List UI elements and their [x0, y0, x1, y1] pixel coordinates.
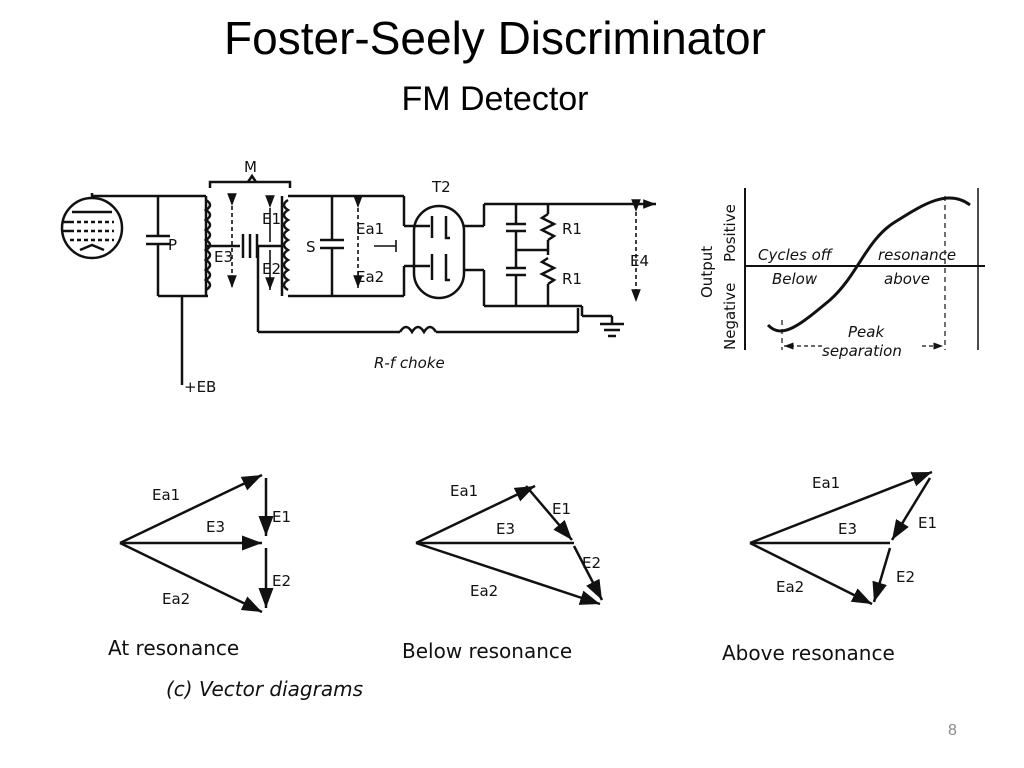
curve-above-label: above [884, 270, 930, 288]
label-e2: E2 [262, 260, 281, 278]
label-r1-top: R1 [562, 220, 582, 238]
vector-diagram-above-resonance [749, 470, 933, 606]
label-r1-bottom: R1 [562, 270, 582, 288]
label-e3: E3 [214, 248, 233, 266]
label-e4: E4 [630, 252, 649, 270]
caption-below-resonance: Below resonance [402, 639, 572, 663]
response-curve-graph [744, 188, 985, 350]
label-secondary: S [306, 238, 316, 256]
vec3-e3: E3 [838, 520, 857, 538]
vec2-ea1: Ea1 [450, 482, 478, 500]
vector-diagrams-footer: (c) Vector diagrams [166, 677, 363, 701]
axis-output-label: Output [698, 246, 716, 298]
label-ea1: Ea1 [356, 220, 384, 238]
slide-subtitle: FM Detector [401, 80, 589, 118]
vec1-ea2: Ea2 [162, 590, 190, 608]
vec2-e2: E2 [582, 554, 601, 572]
page-number: 8 [948, 722, 957, 739]
label-choke: R-f choke [374, 354, 445, 372]
label-tube: T2 [431, 178, 451, 196]
vec3-e1: E1 [918, 514, 937, 532]
label-ea2: Ea2 [356, 268, 384, 286]
vec1-e2: E2 [272, 572, 291, 590]
resistor-r1-top-icon [539, 212, 557, 242]
slide-title: Foster-Seely Discriminator [224, 12, 766, 64]
vec1-e3: E3 [206, 518, 225, 536]
duo-diode-tube-icon [412, 204, 466, 300]
vec2-e1: E1 [552, 500, 571, 518]
axis-positive-label: Positive [721, 204, 739, 262]
vec2-e3: E3 [496, 520, 515, 538]
circuit-schematic [60, 173, 656, 385]
curve-resonance-label: resonance [878, 246, 956, 264]
ground-icon [600, 322, 624, 338]
axis-negative-label: Negative [721, 283, 739, 350]
label-mutual: M [244, 158, 257, 176]
rf-choke-icon [398, 325, 438, 335]
vec1-ea1: Ea1 [152, 486, 180, 504]
vector-diagram-at-resonance [119, 473, 274, 614]
caption-above-resonance: Above resonance [722, 641, 895, 665]
label-e1: E1 [262, 210, 281, 228]
vec3-ea1: Ea1 [812, 474, 840, 492]
resistor-r1-bottom-icon [539, 256, 557, 286]
curve-below-label: Below [772, 270, 818, 288]
pentode-tube-icon [60, 196, 124, 260]
curve-cycles-off-label: Cycles off [758, 246, 834, 264]
vector-diagram-below-resonance [415, 484, 604, 606]
vec1-e1: E1 [272, 508, 291, 526]
label-supply: +EB [184, 378, 216, 396]
secondary-coil-icon [282, 198, 291, 292]
caption-at-resonance: At resonance [108, 636, 239, 660]
vec3-ea2: Ea2 [776, 578, 804, 596]
curve-peak-label: Peak [848, 323, 885, 341]
label-primary: P [168, 236, 177, 254]
curve-separation-label: separation [822, 342, 902, 360]
vec2-ea2: Ea2 [470, 582, 498, 600]
vec3-e2: E2 [896, 568, 915, 586]
s-curve [766, 196, 971, 333]
